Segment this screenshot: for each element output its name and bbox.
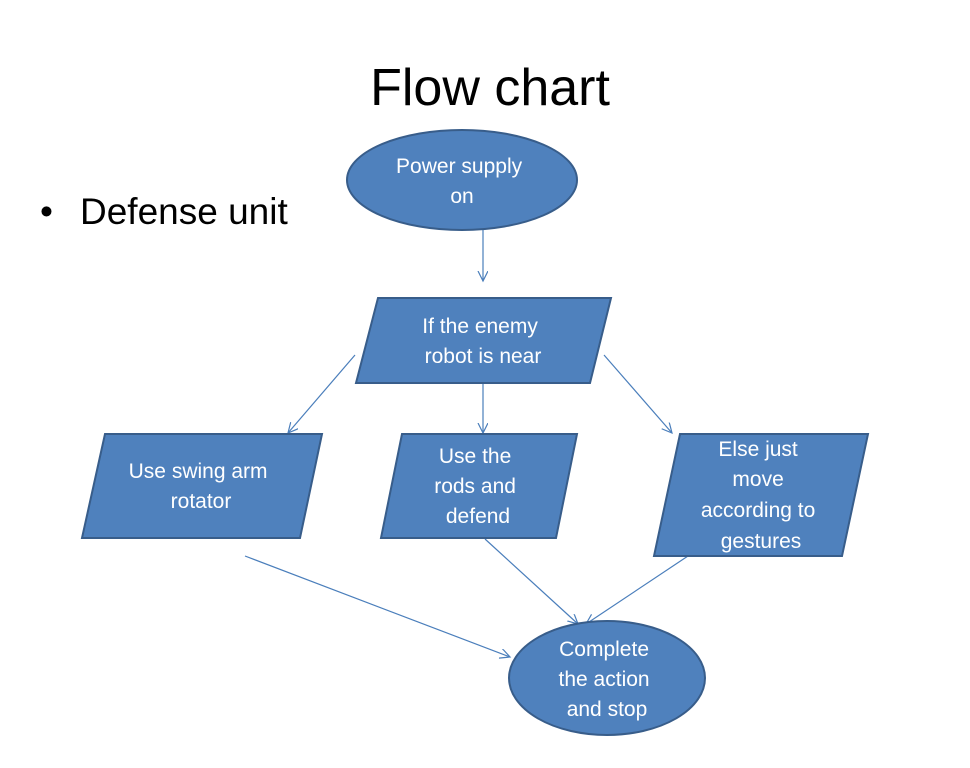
node-rods-defend-line-3: defend [446, 505, 510, 528]
node-enemy-near-shape [354, 297, 613, 384]
node-complete-line-3: and stop [567, 698, 648, 721]
node-gestures: Else just move according to gestures [652, 433, 870, 557]
node-gestures-line-1: Else just [718, 438, 798, 461]
node-gestures-label: Else just move according to gestures [701, 438, 821, 553]
node-complete-line-2: the action [559, 668, 650, 691]
node-swing-arm-label: Use swing arm rotator [129, 460, 274, 513]
node-enemy-near-line-2: robot is near [425, 345, 542, 368]
node-complete-shape [508, 620, 706, 736]
edges [244, 230, 689, 657]
node-enemy-near-line-1: If the enemy [422, 315, 538, 338]
edge-enemy-to-swing [288, 354, 356, 433]
bullet-item: • Defense unit [40, 190, 288, 234]
node-swing-arm-shape [80, 433, 324, 539]
node-swing-arm: Use swing arm rotator [80, 433, 324, 539]
node-enemy-near: If the enemy robot is near [354, 297, 613, 384]
node-power-supply-label: Power supply on [396, 155, 528, 208]
node-swing-arm-line-1: Use swing arm [129, 460, 268, 483]
node-rods-defend: Use the rods and defend [379, 433, 579, 539]
node-rods-defend-label: Use the rods and defend [434, 445, 522, 528]
node-power-supply-shape [346, 129, 578, 231]
edge-rods-to-complete [484, 538, 578, 624]
node-complete-line-1: Complete [559, 638, 649, 661]
node-swing-arm-line-2: rotator [171, 490, 232, 513]
node-gestures-line-2: move [732, 468, 783, 491]
edge-gestures-to-complete [586, 555, 689, 624]
node-gestures-shape [652, 433, 870, 557]
edge-enemy-to-gestures [603, 354, 672, 433]
node-rods-defend-shape [379, 433, 579, 539]
node-rods-defend-line-1: Use the [439, 445, 511, 468]
slide-title: Flow chart [370, 59, 610, 117]
node-power-supply-line-1: Power supply [396, 155, 523, 178]
bullet-dot: • [40, 191, 53, 232]
edge-swing-to-complete [244, 555, 510, 657]
node-enemy-near-label: If the enemy robot is near [422, 315, 543, 368]
bullet-text: Defense unit [80, 191, 288, 232]
node-complete: Complete the action and stop [508, 620, 706, 736]
node-power-supply: Power supply on [346, 129, 578, 231]
node-complete-label: Complete the action and stop [559, 638, 656, 721]
node-rods-defend-line-2: rods and [434, 475, 516, 498]
node-power-supply-line-2: on [450, 185, 473, 208]
node-gestures-line-3: according to [701, 499, 815, 522]
node-gestures-line-4: gestures [721, 530, 802, 553]
